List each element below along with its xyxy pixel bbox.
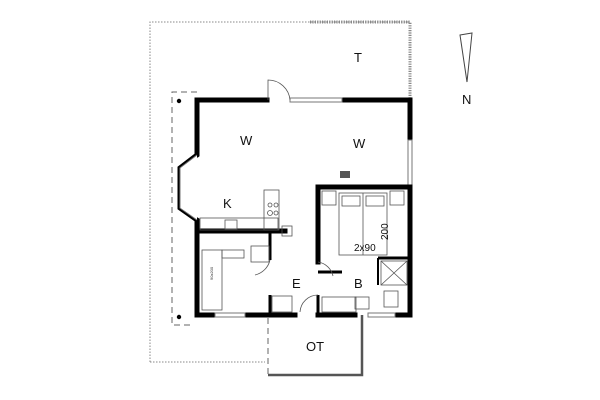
room-label-terrace: T [354,50,362,65]
compass-label: N [462,92,471,107]
shower-icon [380,260,408,286]
bed-length-label: 200 [380,223,391,240]
eaves-line [171,91,197,326]
bed-width-label: 2x90 [354,243,376,254]
bunk-bed [201,245,293,313]
bathroom-fixtures [321,260,408,313]
main-door [267,79,291,101]
interior-walls [194,184,413,315]
bunk-size-label: 90x200 [209,266,214,280]
toilet-icon [383,290,399,308]
terrace-outline [149,20,412,363]
window [214,312,246,318]
sink-icon [354,296,370,310]
north-arrow-icon [459,32,473,83]
stove-icon [340,171,350,178]
window [407,139,413,186]
window [289,97,343,103]
room-label-bathroom: B [354,276,363,291]
room-label-kitchen: K [223,196,232,211]
kitchen-counter [199,171,350,237]
room-label-living-left: W [240,133,253,148]
room-label-living-right: W [353,136,366,151]
double-bed [321,190,405,256]
covered-terrace [267,315,364,377]
window [367,312,396,318]
room-label-covered-terrace: OT [306,339,324,354]
sink-icon [224,219,238,230]
room-label-entrance: E [292,276,301,291]
